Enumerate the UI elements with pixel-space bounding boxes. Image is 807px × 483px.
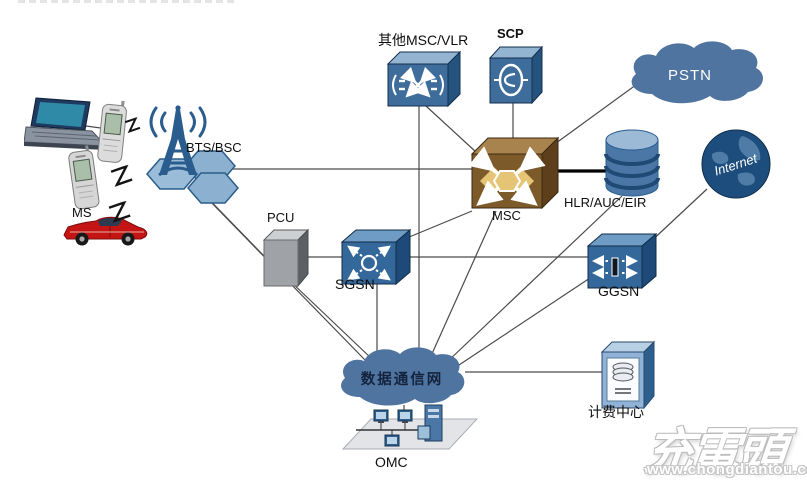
- antenna-tower-icon: [135, 103, 247, 212]
- connection-line: [551, 81, 641, 147]
- connection-line: [401, 210, 473, 241]
- msc-label: MSC: [492, 208, 521, 223]
- scp-label: SCP: [497, 26, 524, 41]
- radio-wave-icon: [107, 200, 138, 232]
- lan-floor-icon: [340, 398, 485, 459]
- sgsn-switch-icon: [340, 226, 412, 293]
- pcu-label: PCU: [267, 210, 295, 225]
- database-cylinder-icon: [604, 128, 660, 205]
- radio-wave-icon: [124, 116, 147, 141]
- mobile-phone-icon: [66, 144, 103, 216]
- scp-box-icon: [488, 44, 544, 109]
- mobile-phone-icon: [95, 99, 130, 171]
- cloud-icon: PSTN: [622, 38, 770, 111]
- sgsn-label: SGSN: [335, 276, 375, 292]
- hlr-auc-eir-label: HLR/AUC/EIR: [564, 195, 647, 210]
- ggsn-label: GGSN: [598, 283, 640, 299]
- connection-line: [455, 277, 591, 368]
- pstn-label: PSTN: [668, 67, 712, 84]
- data-network-label: 数据通信网: [361, 370, 444, 388]
- connection-line: [425, 105, 477, 153]
- ms-label: MS: [72, 205, 92, 220]
- connection-line: [446, 195, 623, 363]
- watermark-url: www.chongdiantou.com: [647, 461, 807, 478]
- cloud-icon: 数据通信网: [332, 344, 472, 415]
- switch-box-icon: [386, 50, 462, 113]
- server-tower-icon: [598, 336, 660, 417]
- other-msc-vlr-label: 其他MSC/VLR: [378, 32, 469, 48]
- msc-switch-icon: [468, 134, 562, 219]
- pcu-box-icon: [262, 224, 312, 293]
- connection-line: [430, 210, 497, 357]
- radio-wave-icon: [109, 164, 140, 196]
- car-icon: [58, 213, 152, 254]
- bts-bsc-label: BTS/BSC: [186, 140, 242, 155]
- ggsn-switch-icon: [586, 230, 658, 297]
- globe-icon: Internet: [698, 126, 774, 207]
- laptop-icon: [23, 96, 116, 159]
- billing-center-label: 计费中心: [588, 404, 644, 420]
- cropped-text-remnant: [18, 0, 236, 3]
- omc-label: OMC: [375, 454, 408, 470]
- connection-line: [289, 280, 373, 360]
